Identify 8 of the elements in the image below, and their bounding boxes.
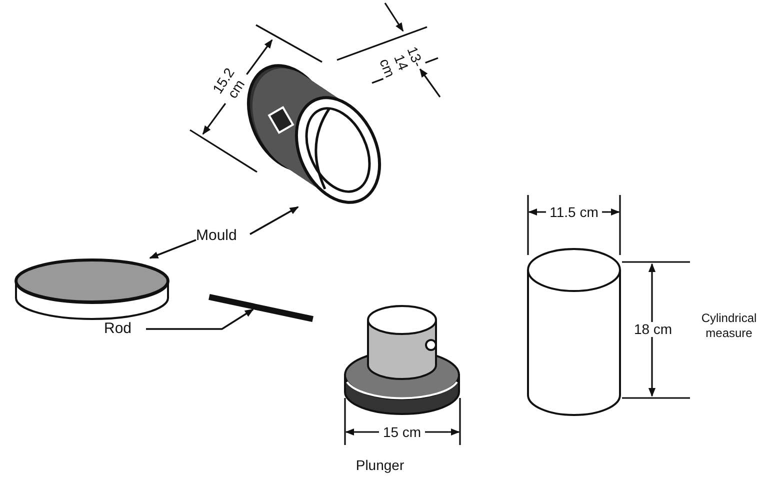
leader-line <box>146 308 254 330</box>
leader-line <box>149 239 196 259</box>
dimension-label: 15 cm <box>379 425 425 440</box>
leader-line <box>250 206 299 235</box>
part-label: Rod <box>104 320 146 338</box>
part-label: Mould <box>196 227 250 245</box>
dimension-label: 11.5 cm <box>546 205 602 220</box>
base-plate-drawing <box>14 258 170 322</box>
